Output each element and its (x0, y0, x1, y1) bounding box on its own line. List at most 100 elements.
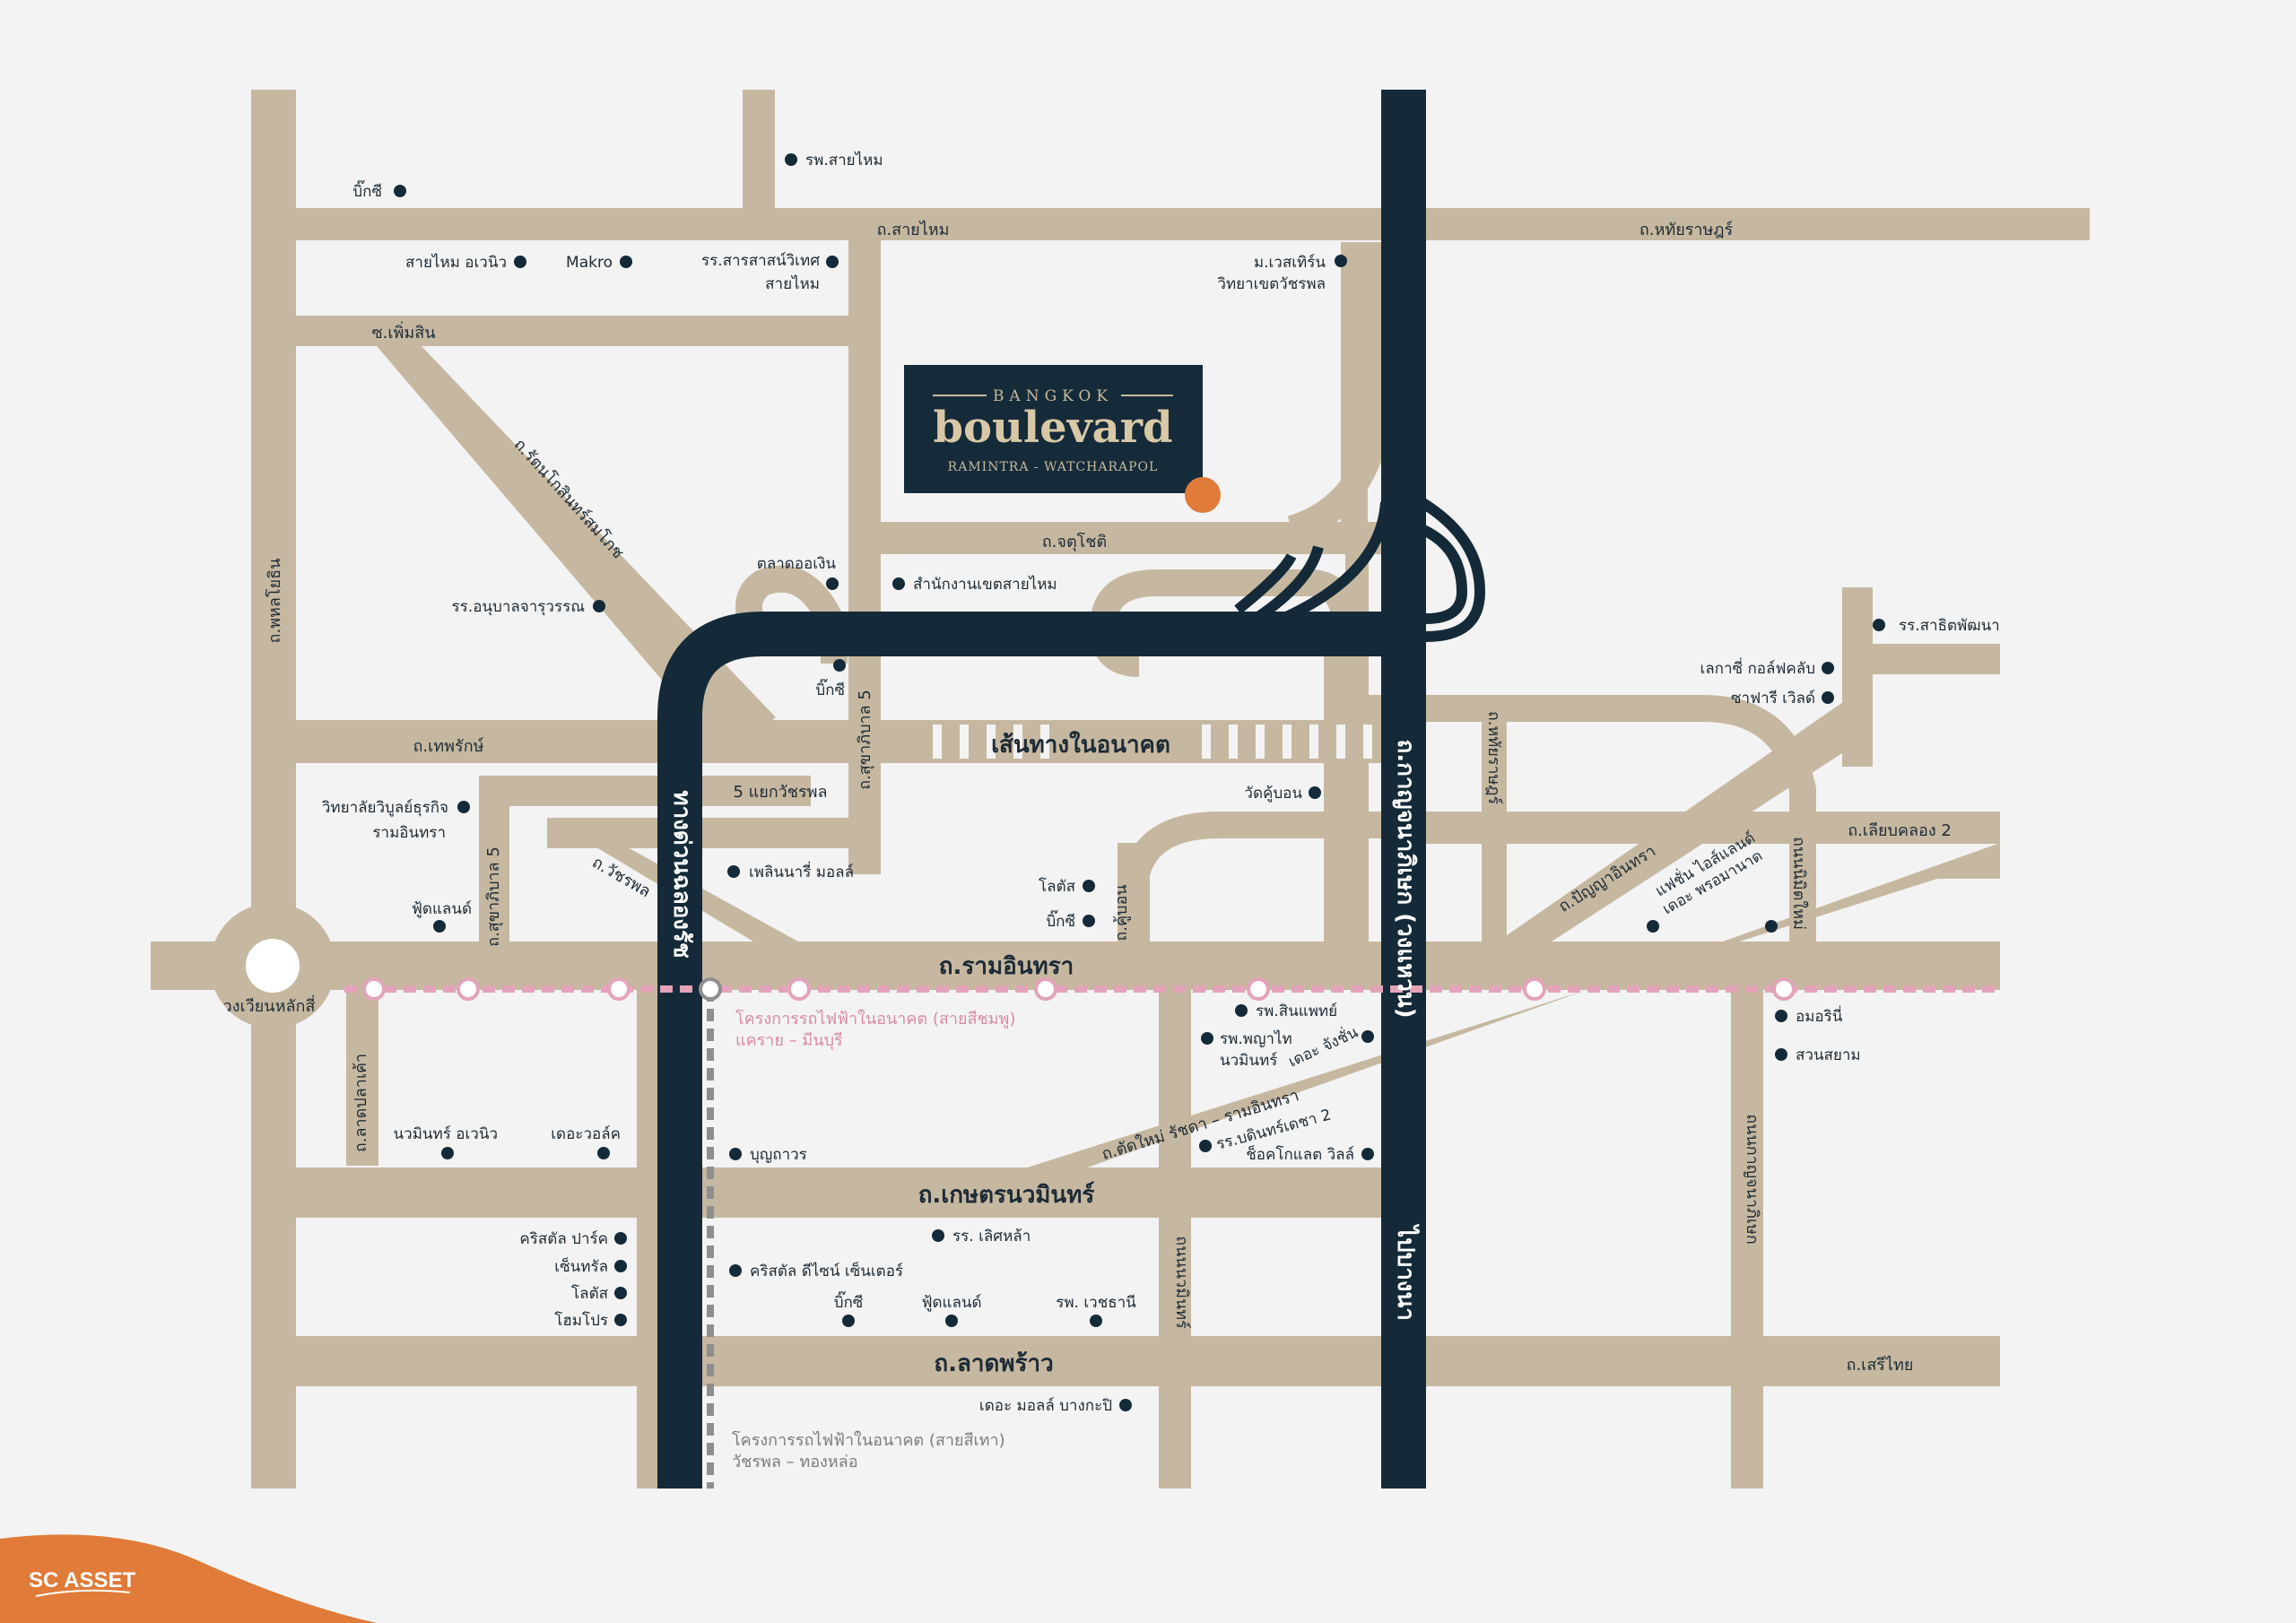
poi-lotus-2: โลตัส (571, 1284, 609, 1303)
label-future-route: เส้นทางในอนาคต (991, 731, 1170, 759)
label-grey-route: วัชรพล – ทองหล่อ (732, 1453, 858, 1471)
label-kaset-nawamin: ถ.เกษตรนวมินทร์ (918, 1181, 1095, 1209)
logo-main: boulevard (933, 403, 1172, 453)
logo-sub: RAMINTRA - WATCHARAPOL (948, 460, 1159, 474)
road-sukhaphiban5-upper (848, 224, 881, 852)
label-ha-yaek: 5 แยกวัชรพล (733, 783, 827, 802)
road-rattanakosin (377, 346, 776, 758)
road-sai-mai (251, 208, 2090, 240)
label-pink-route: แคราย – มีนบุรี (735, 1031, 843, 1050)
road-interchange-beige2 (1287, 242, 1395, 542)
label-thep-rak: ถ.เทพรักษ์ (413, 737, 484, 756)
poi-mall-bangkapi: เดอะ มอลล์ บางกะปิ (979, 1397, 1112, 1415)
brand-logo: SC ASSET (29, 1568, 135, 1593)
road-lat-phrao (251, 1336, 2000, 1386)
label-nawamin: ถนนนวมินทร์ (1172, 1236, 1191, 1329)
grey-line (699, 977, 722, 1488)
poi-college-2: รามอินทรา (372, 824, 446, 842)
project-location-marker[interactable] (1185, 477, 1221, 513)
poi-vejthani: รพ. เวชธานี (1056, 1294, 1136, 1312)
road-khu-bon-curve (1120, 812, 1399, 950)
poi-wat-khu-bon: วัดคู้บอน (1244, 785, 1302, 803)
label-ramintra: ถ.รามอินทรา (939, 953, 1074, 980)
road-phoem-sin (251, 316, 852, 346)
poi-phyathai-2: นวมินทร์ (1220, 1052, 1277, 1070)
poi-the-jas: เดอะ จังชั่น (1284, 1020, 1361, 1071)
poi-siam-park: สวนสยาม (1796, 1046, 1861, 1064)
expressways (657, 90, 1426, 1488)
poi-lertlah-school: รร. เลิศหล้า (952, 1228, 1031, 1245)
brand-corner: SC ASSET (0, 1534, 377, 1623)
label-chatu-chot: ถ.จตุโชติ (1042, 532, 1107, 551)
poi-amorini: อมอรินี่ (1796, 1005, 1843, 1026)
poi-big-c-2: บิ๊กซี (815, 678, 845, 699)
poi-sai-mai-hospital: รพ.สายไหม (805, 151, 883, 169)
road-ramintra (151, 942, 2000, 990)
brand-wave (0, 1534, 377, 1623)
poi-dots (394, 153, 1885, 1411)
poi-pholnari-mall: เพลินนารี่ มอลล์ (749, 861, 854, 881)
poi-big-c-4: บิ๊กซี (834, 1290, 864, 1312)
poi-crystal-design: คริสตัล ดีไซน์ เซ็นเตอร์ (750, 1261, 903, 1280)
poi-homepro: โฮมโปร (554, 1311, 608, 1330)
poi-chocolate-ville: ช็อคโกแลต วิลล์ (1246, 1144, 1354, 1164)
label-lat-phrao: ถ.ลาดพร้าว (934, 1350, 1053, 1377)
road-sukhaphiban-v2 (848, 834, 881, 874)
label-sukhaphiban5-b: ถ.สุขาภิบาล 5 (484, 846, 503, 947)
poi-sai-mai-avenue: สายไหม อเวนิว (405, 253, 507, 272)
pink-line (344, 977, 2000, 1001)
road-thep-rak (251, 720, 933, 763)
poi-talat-o-ngoen: ตลาดออเงิน (757, 555, 837, 573)
poi-western-2: วิทยาเขตวัชรพล (1217, 275, 1326, 293)
poi-safari-world: ซาฟารี เวิลด์ (1731, 690, 1815, 707)
poi-sinpat-hospital: รพ.สินแพทย์ (1256, 1002, 1337, 1020)
road-nawamin (1159, 986, 1191, 1488)
poi-makro: Makro (566, 254, 613, 272)
label-khu-bon: ถ.คู้บอน (1112, 884, 1131, 941)
label-nimit-mai: ถนนนิมิตใหม่ (1789, 837, 1809, 930)
poi-anuban: รร.อนุบาลจารุวรรณ (452, 598, 586, 616)
label-lat-pla-khao: ถ.ลาดปลาเค้า (352, 1054, 370, 1152)
label-grey-line: โครงการรถไฟฟ้าในอนาคต (สายสีเทา) (732, 1430, 1005, 1450)
expressway-chalong-rat (657, 612, 1404, 1488)
label-sukhaphiban5-a: ถ.สุขาภิบาล 5 (856, 690, 874, 790)
road-kanchanaphisek-v (1731, 986, 1763, 1488)
label-chalong-rat-expressway: ทางด่วนฉลองรัช (668, 790, 695, 958)
road-watcharapol-h (479, 776, 811, 806)
poi-district-office: สำนักงานเขตสายไหม (913, 575, 1057, 594)
poi-nawamin-avenue: นวมินทร์ อเวนิว (394, 1125, 498, 1143)
poi-food-land-2: ฟู้ดแลนด์ (921, 1294, 981, 1312)
road-liap-khlong-curve (1369, 695, 1816, 950)
label-outer-ring: ถ.กาญจนาภิเษก (วงแหวน) (1392, 739, 1419, 1018)
road-sukhaphiban5-lower (479, 778, 509, 958)
logo-top: BANGKOK (993, 387, 1113, 405)
road-kaset-nawamin (251, 1167, 1383, 1218)
poi-legacy-golf: เลกาซี่ กอล์ฟคลับ (1700, 657, 1815, 678)
label-hathai-rat-vertical: ถ.หทัยราษฎร์ (1484, 711, 1503, 805)
poi-central: เซ็นทรัล (554, 1256, 608, 1276)
label-pink-line: โครงการรถไฟฟ้าในอนาคต (สายสีชมพู) (735, 1009, 1015, 1028)
pink-stations (362, 977, 1796, 1001)
roundabout-center (246, 939, 300, 993)
poi-ratchaphruek: รร.สาธิตพัฒนา (1899, 617, 2000, 635)
poi-the-walk: เดอะวอล์ค (551, 1125, 621, 1143)
poi-big-c-3: บิ๊กซี (1046, 909, 1075, 931)
poi-lotus-1: โลตัส (1039, 877, 1076, 896)
poi-sarasas-1: รร.สารสาสน์วิเทศ (701, 252, 820, 270)
road-sai-mai-n (743, 90, 775, 224)
project-logo: BANGKOK boulevard RAMINTRA - WATCHARAPOL (904, 365, 1203, 493)
poi-western-1: ม.เวสเทิร์น (1254, 254, 1326, 272)
poi-bunthavorn: บุญถาวร (750, 1146, 807, 1164)
label-kanchanaphisek: ถนนกาญจนาภิเษก (1743, 1114, 1761, 1245)
road-lat-pla-khao (346, 986, 378, 1166)
poi-crystal-park: คริสตัล ปาร์ค (519, 1230, 608, 1248)
interchange-ramps (1234, 497, 1486, 684)
label-sai-mai: ถ.สายไหม (876, 220, 949, 239)
label-phahon-yothin: ถ.พหลโยธิน (265, 559, 284, 644)
poi-food-land-1: ฟู้ดแลนด์ (412, 900, 472, 918)
poi-big-c-1: บิ๊กซี (352, 179, 382, 201)
label-liap-khlong2: ถ.เลียบคลอง 2 (1848, 821, 1952, 840)
road-future (924, 720, 1381, 763)
road-watcharapol-h2 (547, 818, 879, 848)
